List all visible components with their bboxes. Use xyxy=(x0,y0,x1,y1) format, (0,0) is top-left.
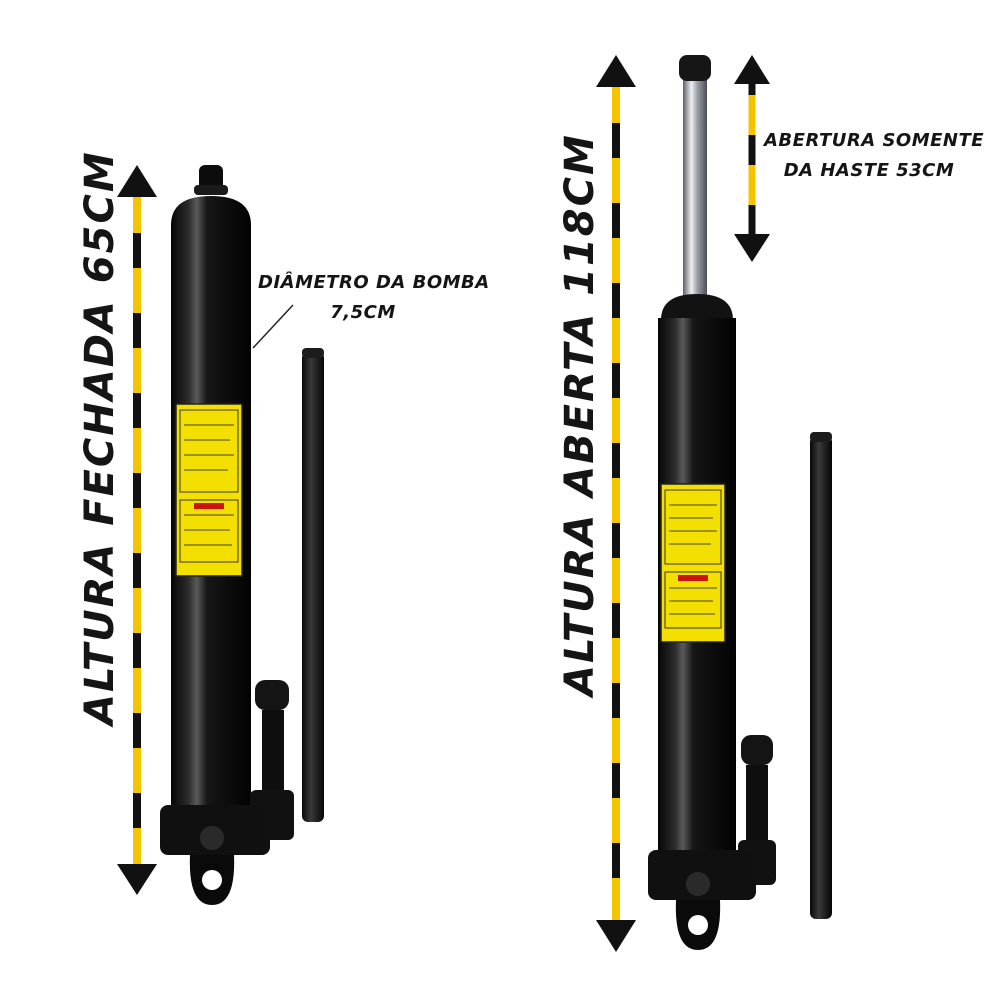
arrow-up-icon xyxy=(117,165,157,197)
open-height-arrow xyxy=(596,55,636,952)
arrow-up-icon xyxy=(734,55,770,84)
arrow-down-icon xyxy=(117,864,157,895)
arrow-down-icon xyxy=(734,234,770,262)
closed-height-label: ALTURA FECHADA 65CM xyxy=(77,150,123,725)
arrow-up-icon xyxy=(596,55,636,87)
closed-height-arrow xyxy=(117,165,157,895)
rod-opening-line1: ABERTURA SOMENTE xyxy=(764,130,985,151)
jack-handle-left xyxy=(302,348,324,822)
jack-open xyxy=(648,55,776,950)
rod-opening-label: ABERTURA SOMENTE DA HASTE 53CM xyxy=(764,126,985,186)
pump-diameter-line1: DIÂMETRO DA BOMBA xyxy=(258,272,490,293)
arrow-down-icon xyxy=(596,920,636,952)
pump-diameter-line2: 7,5CM xyxy=(330,302,396,323)
open-height-label: ALTURA ABERTA 118CM xyxy=(557,133,603,696)
rod-opening-line2: DA HASTE 53CM xyxy=(783,160,955,181)
diameter-pointer-line xyxy=(252,304,294,349)
rod-opening-arrow xyxy=(734,55,770,262)
jack-handle-right xyxy=(810,432,832,919)
jack-closed xyxy=(160,165,294,905)
pump-diameter-label: DIÂMETRO DA BOMBA 7,5CM xyxy=(258,268,490,328)
